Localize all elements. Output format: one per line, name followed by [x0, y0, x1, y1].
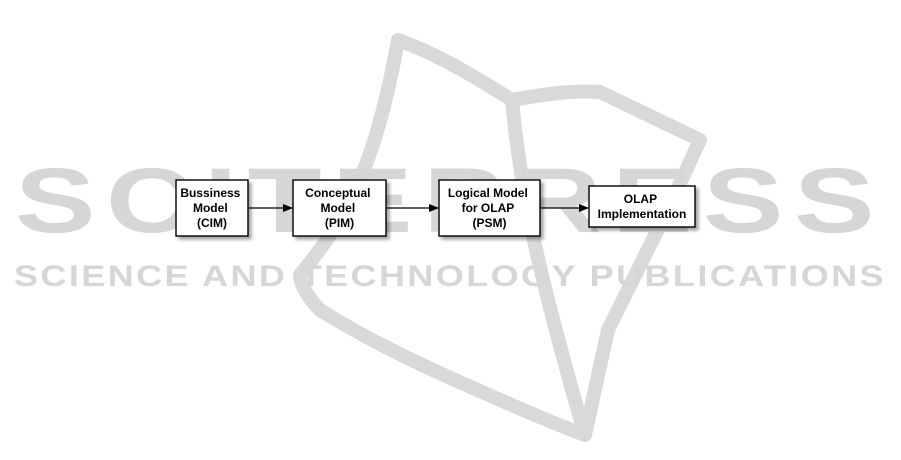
node-olap-line-1: OLAP	[624, 192, 657, 206]
node-pim: Conceptual Model (PIM)	[293, 180, 386, 236]
node-pim-line-3: (PIM)	[325, 216, 354, 230]
node-cim-line-1: Bussiness	[180, 186, 240, 200]
node-pim-line-2: Model	[320, 201, 355, 215]
node-olap-line-2: Implementation	[598, 207, 687, 221]
node-psm-line-2: for OLAP	[462, 201, 515, 215]
watermark-subtitle: SCIENCE AND TECHNOLOGY PUBLICATIONS	[14, 260, 886, 293]
node-cim-line-2: Model	[193, 201, 228, 215]
node-cim: Bussiness Model (CIM)	[176, 180, 248, 236]
node-psm: Logical Model for OLAP (PSM)	[439, 180, 540, 236]
node-psm-line-3: (PSM)	[473, 216, 507, 230]
node-pim-line-1: Conceptual	[305, 186, 370, 200]
node-psm-line-1: Logical Model	[448, 186, 528, 200]
node-olap: OLAP Implementation	[589, 186, 695, 227]
node-cim-line-3: (CIM)	[197, 216, 227, 230]
